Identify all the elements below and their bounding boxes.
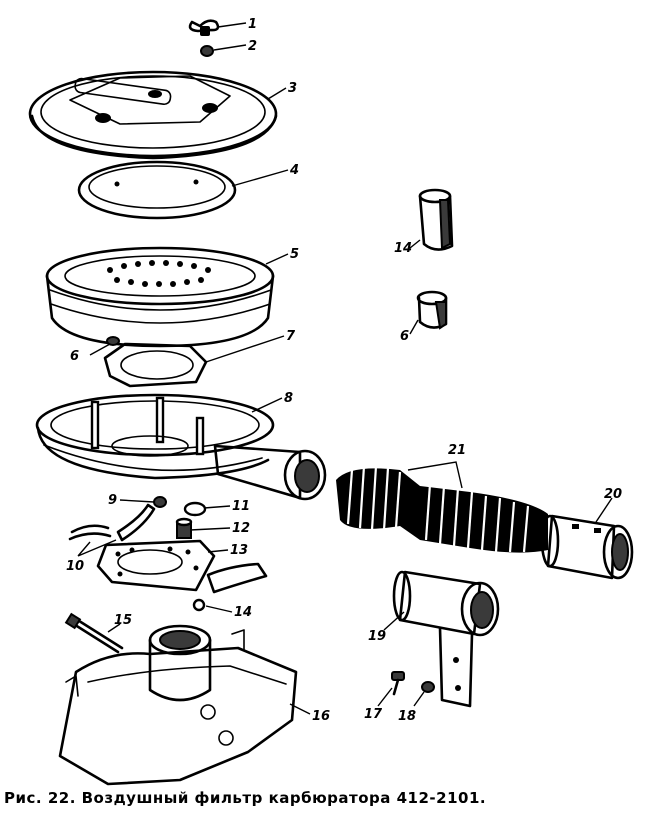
part-filter-housing xyxy=(35,393,327,501)
part-filter-cover xyxy=(28,70,278,160)
part-sleeve xyxy=(418,188,454,251)
callout-14-upper: 14 xyxy=(394,241,412,256)
callout-6-left: 6 xyxy=(70,349,79,364)
part-flange-plate xyxy=(96,539,268,594)
callout-5: 5 xyxy=(290,247,299,262)
part-corrugated-hose xyxy=(336,465,548,553)
callout-11: 11 xyxy=(232,499,250,514)
callout-17: 17 xyxy=(364,707,383,722)
callout-2: 2 xyxy=(248,39,257,54)
callout-12: 12 xyxy=(232,521,250,536)
callout-13: 13 xyxy=(230,543,248,558)
part-tube xyxy=(175,517,193,539)
part-bolt xyxy=(64,612,124,654)
part-bushing-lower xyxy=(192,598,206,612)
callout-15: 15 xyxy=(114,613,132,628)
part-filter-element xyxy=(45,246,275,348)
callout-8: 8 xyxy=(284,391,293,406)
callout-14-lower: 14 xyxy=(234,605,252,620)
part-hoses xyxy=(68,503,156,542)
callout-18: 18 xyxy=(398,709,416,724)
callout-16: 16 xyxy=(312,709,330,724)
leader-lines xyxy=(77,22,613,715)
part-inner-lid xyxy=(77,160,237,220)
part-pipe xyxy=(540,514,634,580)
callout-7: 7 xyxy=(286,329,296,344)
part-gasket xyxy=(103,342,208,388)
part-bracket xyxy=(392,570,500,708)
part-nut xyxy=(153,496,167,508)
part-screw xyxy=(391,671,405,696)
callout-1: 1 xyxy=(248,17,257,32)
part-small-sleeve xyxy=(416,290,448,330)
part-wing-nut xyxy=(188,19,220,36)
figure-caption: Рис. 22. Воздушный фильтр карбюратора 41… xyxy=(4,789,487,807)
callout-3: 3 xyxy=(288,81,297,96)
part-adapter-base xyxy=(58,624,298,786)
part-bushing-left xyxy=(106,336,120,346)
part-ring xyxy=(183,501,207,517)
callout-6-right: 6 xyxy=(400,329,409,344)
callout-4: 4 xyxy=(289,163,299,178)
callout-21: 21 xyxy=(448,443,466,458)
part-washer xyxy=(200,45,214,57)
callout-labels: 1 2 3 4 5 6 7 8 9 10 11 12 13 14 15 16 1… xyxy=(66,17,622,724)
callout-9: 9 xyxy=(108,493,117,508)
callout-10: 10 xyxy=(66,559,84,574)
callout-19: 19 xyxy=(368,629,386,644)
part-small-washer xyxy=(421,681,435,693)
callout-20: 20 xyxy=(604,487,622,502)
